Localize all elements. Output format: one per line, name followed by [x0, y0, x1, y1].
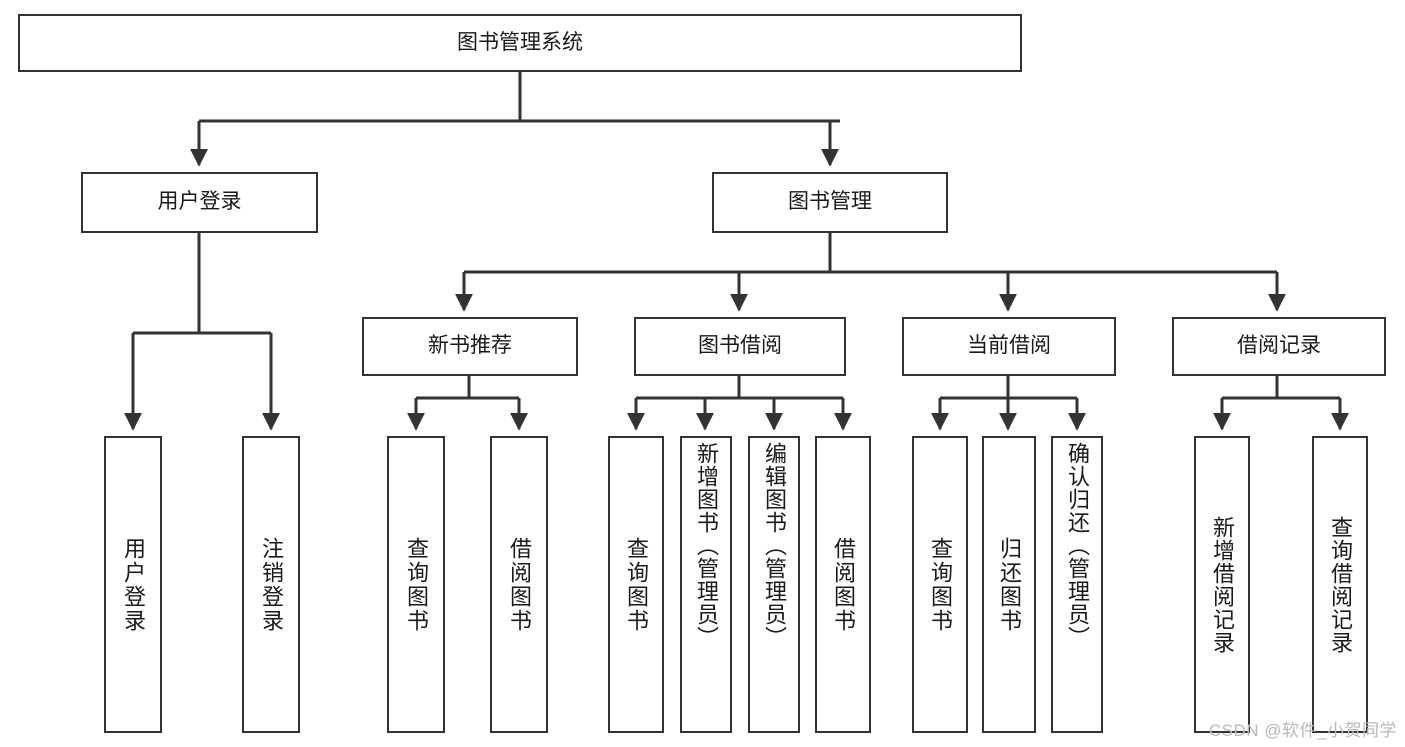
leaf-confirm-return-admin[interactable]: 确认归还（管理员） [1051, 436, 1103, 733]
node-new-book-recommendation[interactable]: 新书推荐 [362, 317, 578, 376]
node-label: 借阅图书 [507, 536, 532, 633]
node-label: 确认归还（管理员） [1065, 442, 1090, 649]
leaf-borrow-books-new[interactable]: 借阅图书 [490, 436, 548, 733]
node-label: 归还图书 [997, 536, 1022, 633]
leaf-add-book-admin[interactable]: 新增图书（管理员） [680, 436, 732, 733]
leaf-query-borrow-record[interactable]: 查询借阅记录 [1312, 436, 1368, 733]
leaf-user-login[interactable]: 用户登录 [104, 436, 162, 733]
leaf-add-borrow-record[interactable]: 新增借阅记录 [1194, 436, 1250, 733]
csdn-watermark: CSDN @软件_小贺同学 [1208, 721, 1397, 740]
node-label: 当前借阅 [967, 334, 1051, 358]
leaf-borrow-books[interactable]: 借阅图书 [815, 436, 871, 733]
node-borrowing-records[interactable]: 借阅记录 [1172, 317, 1386, 376]
node-label: 编辑图书（管理员） [762, 442, 787, 649]
leaf-edit-book-admin[interactable]: 编辑图书（管理员） [748, 436, 800, 733]
node-label: 图书管理 [788, 190, 872, 214]
node-current-borrowing[interactable]: 当前借阅 [902, 317, 1116, 376]
node-label: 图书借阅 [698, 334, 782, 358]
node-root-book-management-system[interactable]: 图书管理系统 [18, 14, 1022, 72]
node-label: 查询借阅记录 [1328, 515, 1353, 654]
node-label: 查询图书 [928, 536, 953, 633]
leaf-query-books-borrow[interactable]: 查询图书 [608, 436, 664, 733]
leaf-query-books-new[interactable]: 查询图书 [387, 436, 445, 733]
node-label: 新增图书（管理员） [694, 442, 719, 649]
node-label: 注销登录 [259, 536, 284, 633]
node-label: 新增借阅记录 [1210, 515, 1235, 654]
leaf-return-books[interactable]: 归还图书 [982, 436, 1036, 733]
leaf-logout[interactable]: 注销登录 [242, 436, 300, 733]
leaf-query-books-current[interactable]: 查询图书 [912, 436, 968, 733]
node-user-login[interactable]: 用户登录 [81, 172, 318, 233]
node-label: 图书管理系统 [457, 30, 583, 54]
node-book-borrowing[interactable]: 图书借阅 [634, 317, 846, 376]
node-label: 新书推荐 [428, 334, 512, 358]
node-label: 用户登录 [157, 190, 242, 214]
node-label: 借阅图书 [831, 536, 856, 633]
node-book-management[interactable]: 图书管理 [712, 172, 948, 233]
node-label: 借阅记录 [1237, 334, 1321, 358]
node-label: 查询图书 [404, 536, 429, 633]
node-label: 查询图书 [624, 536, 649, 633]
node-label: 用户登录 [121, 536, 146, 633]
